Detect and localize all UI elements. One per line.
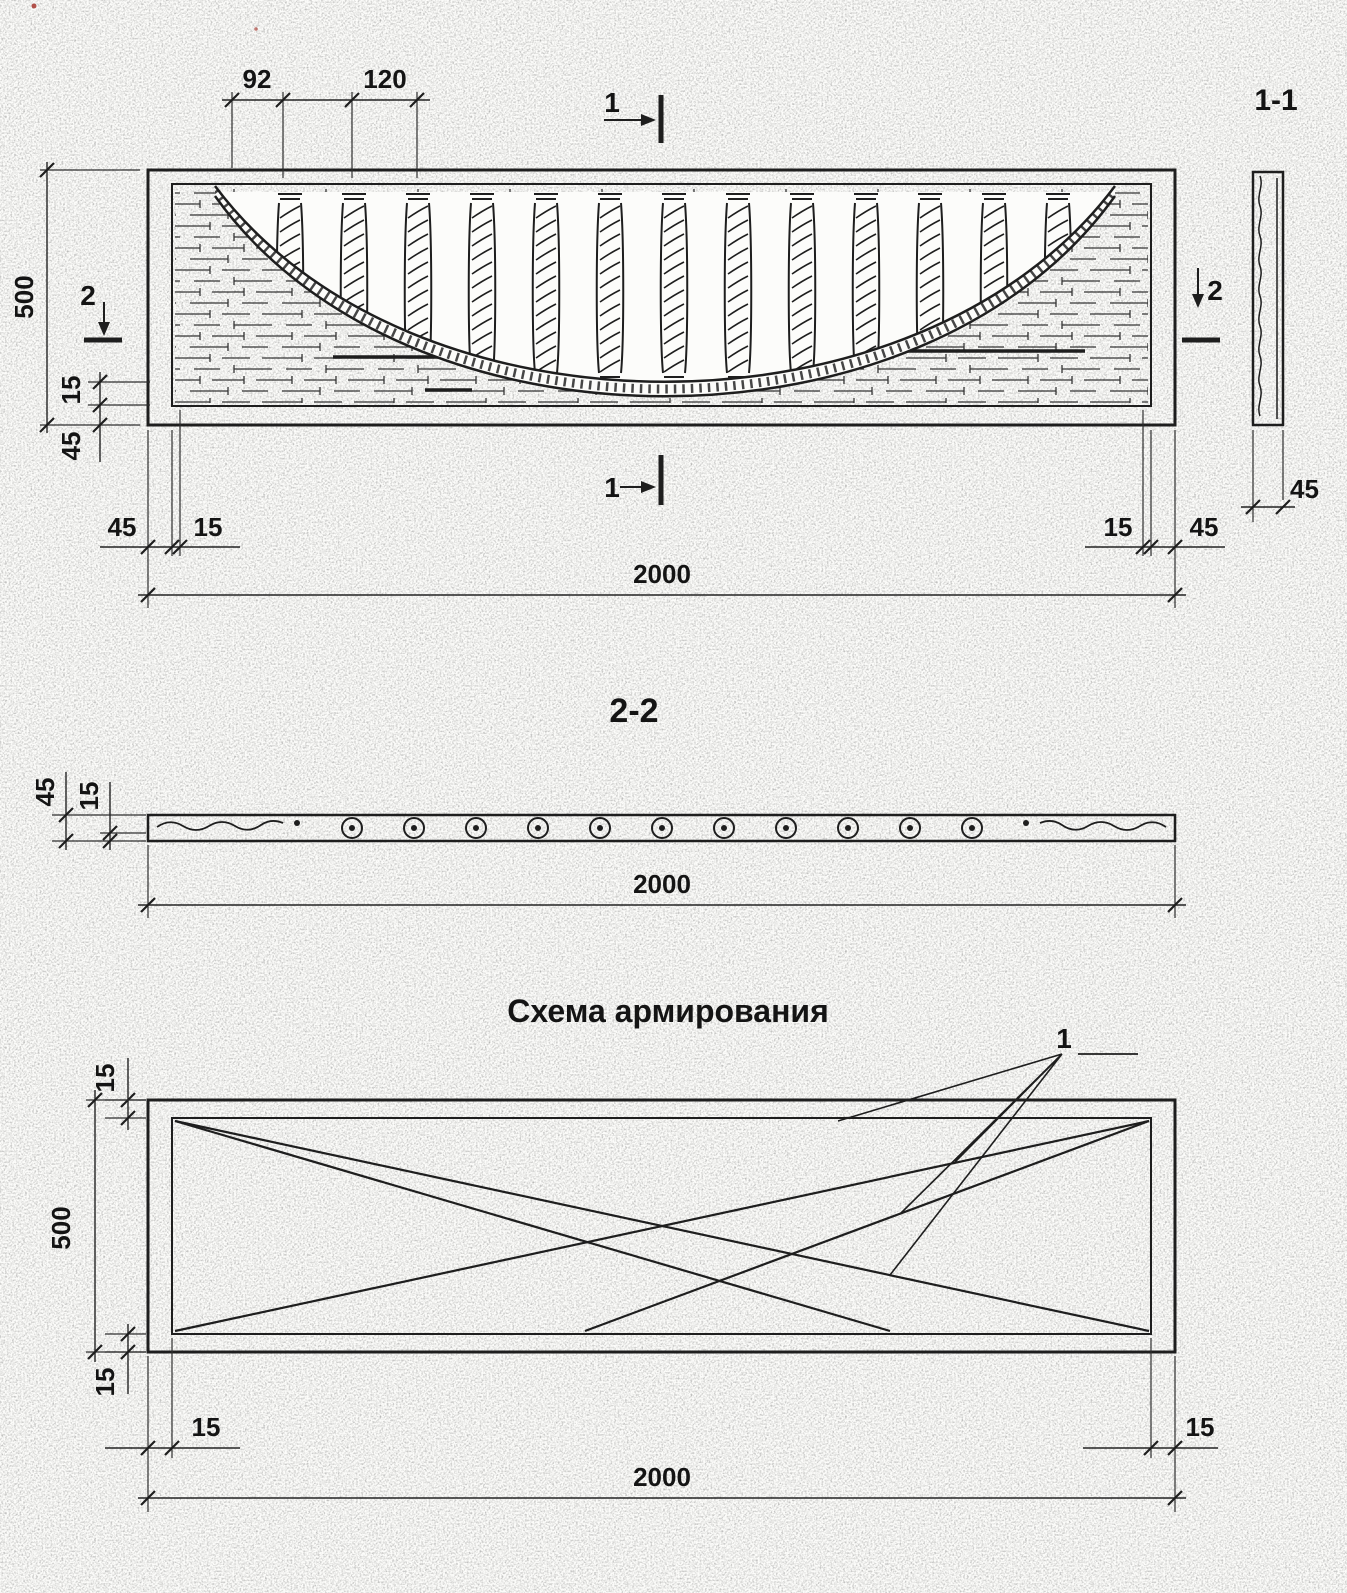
- dim-45-label: 45: [30, 778, 60, 807]
- anchor-dot: [1023, 820, 1029, 826]
- dim-2000-label: 2000: [633, 559, 691, 589]
- outer-frame: [146, 1098, 1177, 1354]
- dim-15-br-label: 15: [1104, 512, 1133, 542]
- leader-lines: [837, 1053, 1063, 1276]
- arrow-down-icon: [98, 322, 110, 336]
- rebar-callout: 1: [837, 1023, 1138, 1276]
- dim-45-side-label: 45: [56, 432, 86, 461]
- dim-15-45-bottom-right: 15 45: [1085, 410, 1225, 562]
- dim-15-bottom-label: 15: [90, 1368, 120, 1397]
- reinforcement-scheme: Схема армирования 1 15 500: [46, 993, 1218, 1512]
- inner-frame: [171, 183, 1152, 407]
- section-profile: [1251, 170, 1285, 427]
- baluster-field: [215, 192, 1115, 393]
- plan-strip: [146, 813, 1177, 843]
- arrow-right-icon: [641, 481, 656, 493]
- section-mark-2-right: 2: [1182, 268, 1223, 343]
- section-1-label: 1: [604, 87, 620, 118]
- dim-15-bottom-left-vert: 15: [90, 1324, 146, 1396]
- dim-15-label: 15: [74, 782, 104, 811]
- dim-45-section-1-1: 45: [1241, 430, 1319, 522]
- dim-45-bl-label: 45: [108, 512, 137, 542]
- dim-120-label: 120: [363, 64, 406, 94]
- baluster-relief-profile: [1258, 175, 1262, 417]
- swag-garland: [213, 185, 1117, 398]
- section-2-2: 2-2 45 15: [30, 692, 1186, 918]
- anchor-dot: [294, 820, 300, 826]
- rope-end-right: [1039, 820, 1167, 831]
- dim-15-bl-label: 15: [194, 512, 223, 542]
- dim-15-right-label: 15: [1186, 1412, 1215, 1442]
- section-1-label: 1: [604, 472, 620, 503]
- front-elevation: 92 120 1 1 2 2: [9, 64, 1225, 608]
- section-1-1: 1-1 45: [1241, 84, 1319, 522]
- arrow-right-icon: [641, 114, 656, 126]
- dim-45-br-label: 45: [1190, 512, 1219, 542]
- dim-500-label: 500: [46, 1206, 76, 1249]
- dim-15-top-label: 15: [90, 1064, 120, 1093]
- dim-92-label: 92: [243, 64, 272, 94]
- dim-2000-reinforcement: 2000: [138, 1462, 1186, 1512]
- dim-2000-label: 2000: [633, 869, 691, 899]
- dim-2000-section-2-2: 2000: [138, 845, 1186, 918]
- section-2-2-title: 2-2: [609, 692, 658, 730]
- dim-92-120: 92 120: [222, 64, 430, 178]
- section-2-label: 2: [80, 280, 96, 311]
- section-mark-1-bottom: 1: [604, 455, 664, 505]
- dim-45-label: 45: [1290, 474, 1319, 504]
- section-mark-2-left: 2: [80, 280, 122, 343]
- dim-15-45-left: 15 45: [56, 372, 150, 462]
- scan-artifact: [254, 27, 258, 31]
- reinforcement-title: Схема армирования: [507, 993, 829, 1029]
- dim-15-side-label: 15: [56, 376, 86, 405]
- dim-15-left-label: 15: [192, 1412, 221, 1442]
- dim-2000-front: 2000: [138, 559, 1186, 608]
- outer-frame: [146, 168, 1177, 427]
- dim-2000-label: 2000: [633, 1462, 691, 1492]
- dim-15-bottom-left-horiz: 15: [105, 1338, 240, 1462]
- scan-artifact: [31, 3, 37, 9]
- perimeter-rebar: [171, 1117, 1152, 1335]
- dim-45-15-section-2-2: 45 15: [30, 772, 146, 850]
- dim-45-15-bottom-left: 45 15: [100, 410, 240, 562]
- dim-15-top-left: 15: [90, 1058, 146, 1130]
- arrow-down-icon: [1192, 294, 1204, 308]
- rebar-label: 1: [1056, 1023, 1072, 1054]
- section-1-1-title: 1-1: [1254, 84, 1297, 117]
- section-2-label: 2: [1207, 275, 1223, 306]
- dim-500-label: 500: [9, 275, 39, 318]
- dim-15-bottom-right-horiz: 15: [1083, 1338, 1218, 1462]
- dim-500: 500: [9, 161, 140, 434]
- rope-end-left: [156, 820, 284, 831]
- dim-500-reinforcement: 500: [46, 1090, 146, 1362]
- diagonal-rebars: [174, 1119, 1150, 1333]
- section-mark-1-top: 1: [604, 87, 664, 143]
